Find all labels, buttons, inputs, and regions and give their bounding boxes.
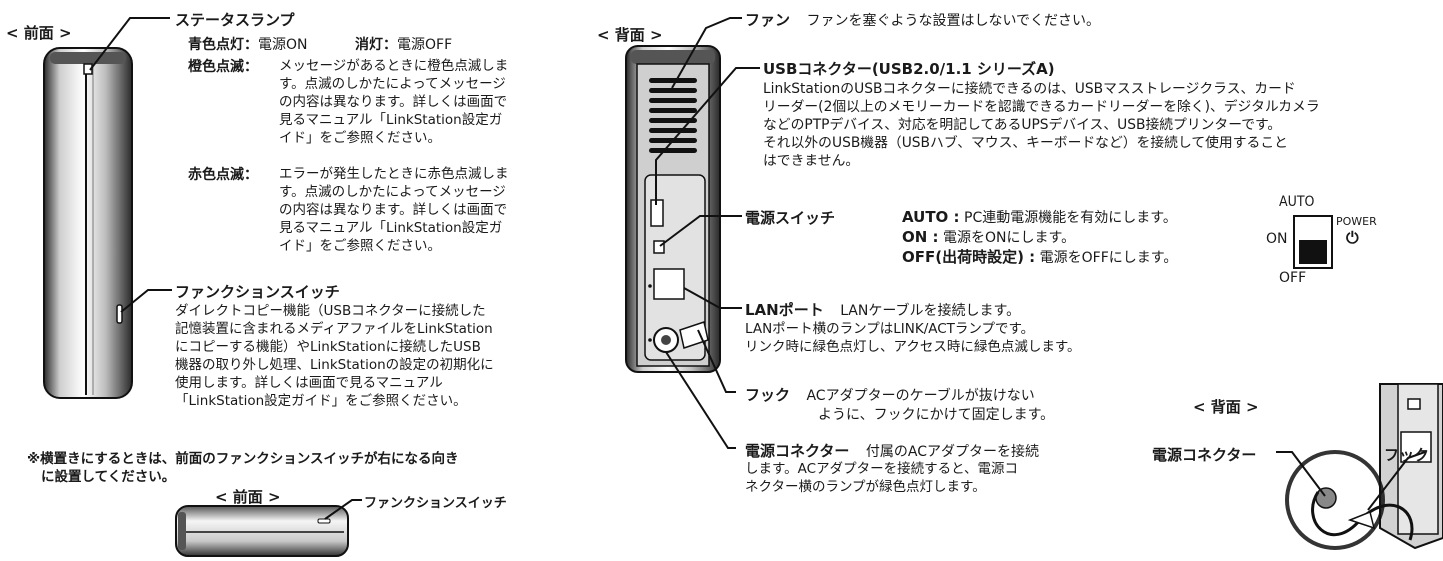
off-label: 消灯：	[355, 37, 397, 53]
orange-text: メッセージがあるときに橙色点滅しま す。点滅のしかたによってメッセージ の内容は…	[279, 57, 508, 147]
fan-row: ファン ファンを塞ぐような設置はしないでください。	[745, 9, 1100, 30]
red-line: イド」をご参照ください。	[279, 238, 441, 254]
lan-line: リンク時に緑色点灯し、アクセス時に緑色点滅します。	[745, 339, 1081, 355]
horizontal-function-label: ファンクションスイッチ	[364, 496, 507, 511]
usb-line: などのPTPデバイス、対応を明記してあるUPSデバイス、USB接続プリンターです…	[763, 117, 1282, 133]
power-connector-line: ネクター横のランプが緑色点灯します。	[745, 479, 986, 495]
fan-title: ファン	[745, 11, 791, 29]
power-off-row: OFF(出荷時設定) : 電源をOFFにします。	[902, 246, 1177, 267]
orange-line: 見るマニュアル「LinkStation設定ガ	[279, 112, 503, 128]
back-detail-image	[1285, 383, 1443, 550]
hook-text: ACアダプターのケーブルが抜けない	[806, 388, 1035, 404]
usb-title: USBコネクター(USB2.0/1.1 シリーズA)	[763, 60, 1055, 78]
horizontal-header: < 前面 >	[215, 488, 281, 506]
auto-label: AUTO :	[902, 208, 960, 226]
function-switch-text: ダイレクトコピー機能（USBコネクターに接続した 記憶装置に含まれるメディアファ…	[175, 302, 494, 410]
switch-on-label: ON	[1266, 231, 1288, 247]
usb-line: LinkStationのUSBコネクターに接続できるのは、USBマスストレージク…	[763, 81, 1296, 97]
power-connector-row: 電源コネクター 付属のACアダプターを接続	[745, 440, 1039, 461]
power-icon: ⏻	[1346, 228, 1359, 247]
red-line: エラーが発生したときに赤色点滅しま	[279, 166, 509, 182]
lan-title: LANポート	[745, 301, 824, 319]
off-text: 電源OFF	[397, 37, 453, 53]
function-line: にコピーする機能）やLinkStationに接続したUSB	[175, 339, 481, 355]
auto-text: PC連動電源機能を有効にします。	[964, 210, 1177, 226]
blue-text: 電源ON	[258, 37, 308, 53]
front-horizontal-device-image	[175, 505, 349, 557]
note-line: ※横置きにするときは、前面のファンクションスイッチが右になる向き	[27, 451, 459, 467]
blue-label: 青色点灯：	[188, 37, 258, 53]
function-switch-title: ファンクションスイッチ	[175, 283, 340, 301]
lan-line: LANポート横のランプはLINK/ACTランプです。	[745, 321, 1035, 337]
lan-row: LANポート LANケーブルを接続します。	[745, 299, 1020, 320]
back-header: < 背面 >	[597, 26, 663, 44]
power-auto-row: AUTO : PC連動電源機能を有効にします。	[902, 207, 1177, 227]
red-text: エラーが発生したときに赤色点滅しま す。点滅のしかたによってメッセージ の内容は…	[279, 165, 509, 255]
status-blue-row: 青色点灯：電源ON	[188, 34, 308, 54]
power-connector-title: 電源コネクター	[745, 442, 850, 460]
back-device-image	[625, 45, 721, 373]
power-connector-details: します。ACアダプターを接続すると、電源コ ネクター横のランプが緑色点灯します。	[745, 460, 1018, 496]
hook-title: フック	[745, 386, 791, 404]
horizontal-note: ※横置きにするときは、前面のファンクションスイッチが右になる向き に設置してくだ…	[27, 450, 459, 486]
function-line: 使用します。詳しくは画面で見るマニュアル	[175, 375, 443, 391]
status-off-row: 消灯：電源OFF	[355, 34, 452, 54]
orange-label: 橙色点滅：	[188, 59, 258, 75]
power-switch-title: 電源スイッチ	[745, 209, 836, 227]
front-header: < 前面 >	[6, 24, 72, 42]
red-line: す。点滅のしかたによってメッセージ	[279, 184, 506, 200]
lan-text: LANケーブルを接続します。	[840, 303, 1021, 319]
orange-line: イド」をご参照ください。	[279, 130, 441, 146]
usb-line: はできません。	[763, 153, 860, 169]
hook-row: フック ACアダプターのケーブルが抜けない	[745, 384, 1035, 405]
switch-auto-label: AUTO	[1279, 194, 1315, 210]
red-label: 赤色点滅：	[188, 167, 258, 183]
function-line: ダイレクトコピー機能（USBコネクターに接続した	[175, 303, 486, 319]
off-setting-text: 電源をOFFにします。	[1039, 250, 1178, 266]
power-connector-text: 付属のACアダプターを接続	[865, 444, 1039, 460]
function-line: 「LinkStation設定ガイド」をご参照ください。	[175, 393, 467, 409]
on-label: ON :	[902, 228, 939, 246]
orange-line: メッセージがあるときに橙色点滅しま	[279, 58, 509, 74]
orange-line: す。点滅のしかたによってメッセージ	[279, 76, 506, 92]
red-line: 見るマニュアル「LinkStation設定ガ	[279, 220, 503, 236]
detail-hook-label: フック	[1384, 446, 1430, 464]
front-device-image	[43, 47, 133, 399]
function-line: 記憶装置に含まれるメディアファイルをLinkStation	[175, 321, 493, 337]
hook-text-2: ように、フックにかけて固定します。	[818, 407, 1055, 423]
lan-details: LANポート横のランプはLINK/ACTランプです。 リンク時に緑色点灯し、アク…	[745, 320, 1080, 356]
switch-power-label: POWER	[1336, 215, 1377, 228]
on-text: 電源をONにします。	[942, 230, 1076, 246]
red-line: の内容は異なります。詳しくは画面で	[279, 202, 508, 218]
status-lamp-title: ステータスランプ	[175, 11, 295, 29]
note-line: に設置してください。	[41, 469, 176, 485]
detail-connector-label: 電源コネクター	[1152, 446, 1257, 464]
orange-line: の内容は異なります。詳しくは画面で	[279, 94, 508, 110]
function-line: 機器の取り外し処理、LinkStationの設定の初期化に	[175, 357, 494, 373]
detail-header: < 背面 >	[1193, 398, 1259, 416]
usb-line: それ以外のUSB機器（USBハブ、マウス、キーボードなど）を接続して使用すること	[763, 135, 1288, 151]
usb-line: リーダー(2個以上のメモリーカードを認識できるカードリーダーを除く)、デジタルカ…	[763, 99, 1320, 115]
usb-text: LinkStationのUSBコネクターに接続できるのは、USBマスストレージク…	[763, 80, 1320, 170]
power-on-row: ON : 電源をONにします。	[902, 227, 1075, 247]
fan-text: ファンを塞ぐような設置はしないでください。	[806, 13, 1101, 29]
power-switch-diagram	[1293, 215, 1333, 269]
power-connector-line: します。ACアダプターを接続すると、電源コ	[745, 461, 1019, 477]
off-setting-label: OFF(出荷時設定) :	[902, 248, 1036, 266]
switch-off-label: OFF	[1279, 270, 1307, 286]
